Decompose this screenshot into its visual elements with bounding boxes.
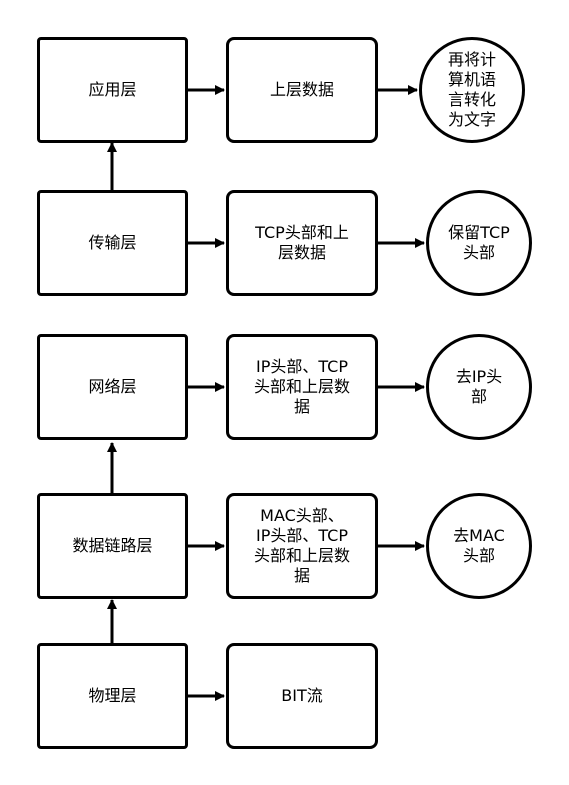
physical-data-label: BIT流 — [281, 686, 323, 705]
physical-data-box: BIT流 — [226, 643, 378, 749]
transport-result-label: 保留TCP 头部 — [448, 223, 510, 262]
physical-layer-label: 物理层 — [88, 686, 137, 705]
app-data-label: 上层数据 — [269, 80, 334, 99]
datalink-layer-label: 数据链路层 — [72, 536, 153, 555]
app-result-circle: 再将计 算机语 言转化 为文字 — [419, 37, 525, 143]
network-layer-box: 网络层 — [37, 334, 188, 440]
network-layer-label: 网络层 — [88, 377, 137, 396]
network-result-circle: 去IP头 部 — [426, 334, 532, 440]
application-layer-box: 应用层 — [37, 37, 188, 143]
app-data-box: 上层数据 — [226, 37, 378, 143]
application-layer-label: 应用层 — [88, 80, 137, 99]
datalink-result-circle: 去MAC 头部 — [426, 493, 532, 599]
network-result-label: 去IP头 部 — [455, 367, 503, 406]
transport-layer-box: 传输层 — [37, 190, 188, 296]
network-data-label: IP头部、TCP 头部和上层数 据 — [253, 357, 350, 416]
transport-data-box: TCP头部和上 层数据 — [226, 190, 378, 296]
network-data-box: IP头部、TCP 头部和上层数 据 — [226, 334, 378, 440]
datalink-data-label: MAC头部、 IP头部、TCP 头部和上层数 据 — [253, 506, 350, 585]
physical-layer-box: 物理层 — [37, 643, 188, 749]
datalink-result-label: 去MAC 头部 — [453, 526, 505, 565]
transport-data-label: TCP头部和上 层数据 — [255, 223, 349, 262]
datalink-data-box: MAC头部、 IP头部、TCP 头部和上层数 据 — [226, 493, 378, 599]
transport-result-circle: 保留TCP 头部 — [426, 190, 532, 296]
app-result-label: 再将计 算机语 言转化 为文字 — [447, 50, 496, 129]
transport-layer-label: 传输层 — [88, 233, 137, 252]
datalink-layer-box: 数据链路层 — [37, 493, 188, 599]
